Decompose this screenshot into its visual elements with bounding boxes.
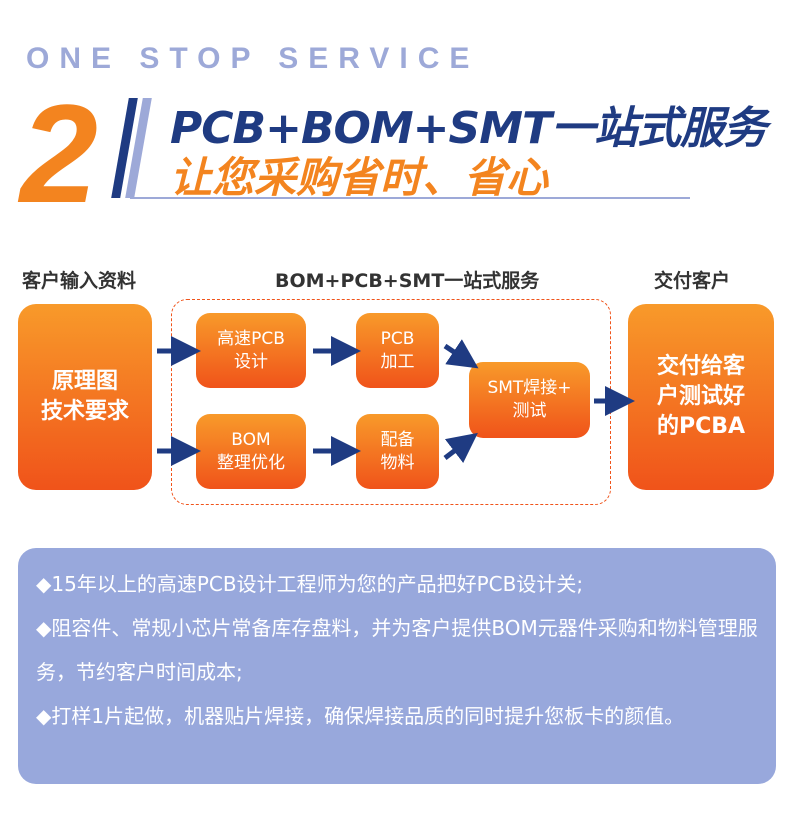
service-label: BOM+PCB+SMT一站式服务 [275, 270, 540, 292]
info-item-1-text: 15年以上的高速PCB设计工程师为您的产品把好PCB设计关; [51, 572, 584, 596]
pcb-design-box: 高速PCB 设计 [196, 313, 306, 388]
smt-box: SMT焊接+ 测试 [469, 362, 590, 438]
arrow-material-to-smt [443, 432, 478, 464]
page-title: PCB+BOM+SMT一站式服务 [170, 103, 767, 154]
output-box-text: 交付给客 户测试好 的PCBA [656, 354, 746, 439]
pcb-process-box: PCB 加工 [356, 313, 439, 388]
bullet-icon: ◆ [36, 572, 52, 596]
input-label: 客户输入资料 [22, 270, 137, 292]
bullet-icon: ◆ [36, 704, 52, 728]
smt-text: SMT焊接+ 测试 [487, 378, 572, 421]
pcb-design-text: 高速PCB 设计 [217, 328, 285, 372]
arrow-process-to-smt [443, 339, 479, 369]
info-item-1: ◆15年以上的高速PCB设计工程师为您的产品把好PCB设计关; [36, 562, 758, 606]
info-item-3-text: 打样1片起做，机器贴片焊接，确保焊接品质的同时提升您板卡的颜值。 [51, 704, 685, 728]
output-label: 交付客户 [654, 270, 731, 292]
material-text: 配备 物料 [380, 429, 415, 473]
eyebrow-text: ONE STOP SERVICE [26, 42, 480, 75]
page-subtitle: 让您采购省时、省心 [170, 153, 549, 202]
bom-optimize-text: BOM 整理优化 [217, 429, 285, 473]
info-item-2: ◆阻容件、常规小芯片常备库存盘料，并为客户提供BOM元器件采购和物料管理服务，节… [36, 606, 758, 694]
title-underline [130, 197, 690, 199]
bullet-icon: ◆ [36, 616, 52, 640]
bom-optimize-box: BOM 整理优化 [196, 414, 306, 489]
info-item-3: ◆打样1片起做，机器贴片焊接，确保焊接品质的同时提升您板卡的颜值。 [36, 694, 758, 738]
output-box: 交付给客 户测试好 的PCBA [628, 304, 774, 490]
section-number: 2 [20, 75, 98, 232]
material-box: 配备 物料 [356, 414, 439, 489]
pcb-process-text: PCB 加工 [380, 328, 415, 372]
info-panel: ◆15年以上的高速PCB设计工程师为您的产品把好PCB设计关; ◆阻容件、常规小… [18, 548, 776, 784]
info-item-2-text: 阻容件、常规小芯片常备库存盘料，并为客户提供BOM元器件采购和物料管理服务，节约… [36, 616, 758, 684]
input-box-text: 原理图 技术要求 [40, 369, 129, 424]
input-box: 原理图 技术要求 [18, 304, 152, 490]
